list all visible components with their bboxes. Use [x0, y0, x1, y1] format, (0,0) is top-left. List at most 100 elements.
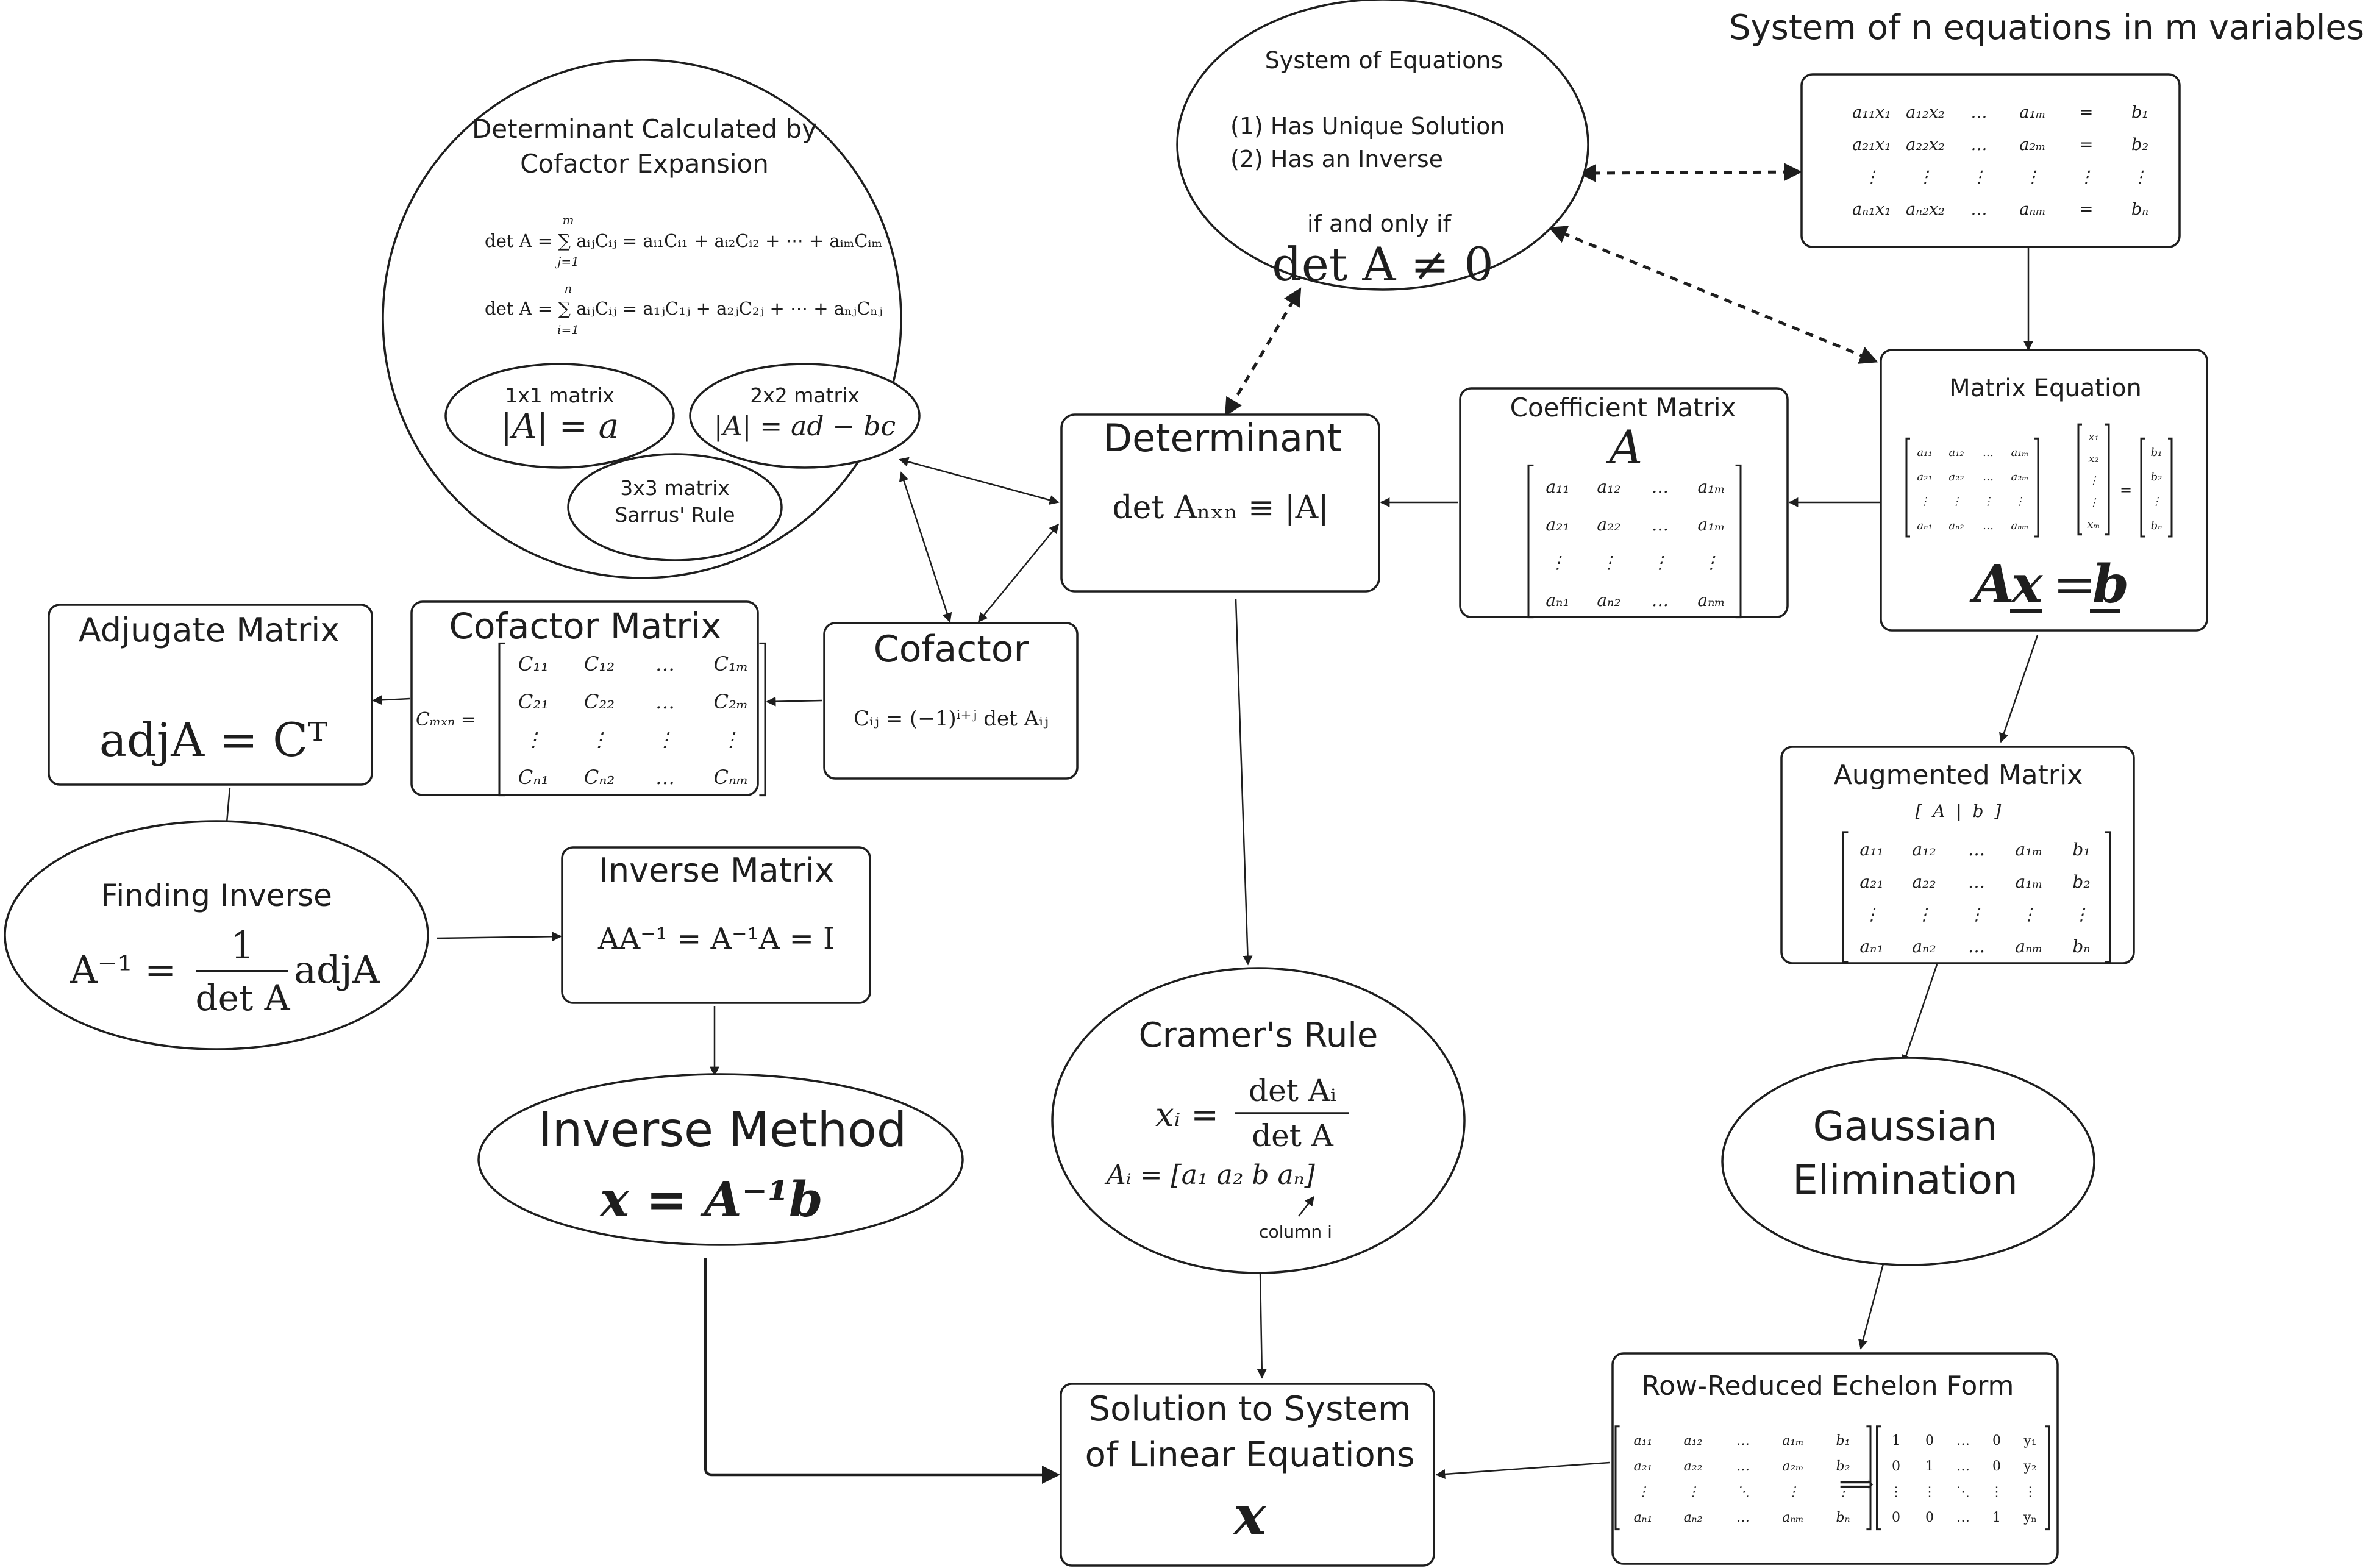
augmented-matrix-cell: aₙₘ — [2015, 936, 2042, 957]
expansion-title-line2: Cofactor Expansion — [520, 149, 769, 179]
link-rref-to-solution — [1435, 1461, 1610, 1479]
augmented-matrix-bracket-right — [2105, 831, 2111, 963]
two-by-two-label: 2x2 matrix — [750, 383, 860, 407]
two-by-two-formula: |A| = ad − bc — [714, 411, 896, 442]
matrix-equation-a-bracket-left — [1905, 437, 1910, 538]
system-of-equations-title: System of Equations — [1265, 47, 1503, 74]
system-matrix-cell: bₙ — [2131, 200, 2148, 219]
matrix-equation-a-cell: … — [1983, 519, 1994, 532]
cofactor-node[interactable]: Cofactor Cᵢⱼ = (−1)ⁱ⁺ʲ det Aᵢⱼ — [823, 622, 1079, 780]
rref-right-cell: ⋮ — [2023, 1484, 2037, 1500]
three-by-three-node[interactable]: 3x3 matrix Sarrus' Rule — [567, 453, 783, 561]
system-of-equations-node[interactable]: System of Equations (1) Has Unique Solut… — [1176, 0, 1589, 291]
coefficient-matrix-cell: a₁ₘ — [1697, 477, 1725, 497]
augmented-notation: [ A | b ] — [1916, 801, 2002, 821]
det-nonzero-formula: det A ≠ 0 — [1272, 237, 1494, 291]
link-inverse-method-to-solution — [704, 1258, 1060, 1484]
rref-right-cell: 1 — [1992, 1510, 2001, 1525]
matrix-equation-a-cell: ⋮ — [1951, 495, 1962, 508]
cofactor-matrix-cell: C₁₂ — [584, 652, 615, 675]
rref-right-cell: 0 — [1992, 1459, 2001, 1474]
coefficient-matrix-symbol: A — [1606, 420, 1643, 474]
cofactor-matrix-cell: ⋮ — [655, 728, 675, 751]
system-matrix-cell: a₂ₘ — [2019, 135, 2045, 154]
matrix-equation-a-cell: a₁₁ — [1917, 446, 1932, 459]
link-expansion-determinant — [899, 457, 1060, 505]
rref-right-cell: 0 — [1892, 1510, 1900, 1525]
rref-right-cell: ⋮ — [1990, 1484, 2003, 1500]
solution-symbol: x — [1232, 1483, 1267, 1548]
rref-title: Row-Reduced Echelon Form — [1642, 1370, 2014, 1402]
cramers-rule-node[interactable]: Cramer's Rule xᵢ = det Aᵢ det A Aᵢ = [a₁… — [1051, 967, 1466, 1274]
adjugate-matrix-node[interactable]: Adjugate Matrix adjA = Cᵀ — [48, 604, 373, 786]
link-cofactor-to-cofactor-matrix — [766, 696, 822, 707]
link-cofactor-determinant — [977, 523, 1060, 623]
matrix-equation-x-cell: xₘ — [2087, 518, 2100, 531]
cofactor-matrix-cell: C₂₂ — [584, 690, 615, 713]
coefficient-matrix-cell: a₂₂ — [1597, 515, 1620, 535]
determinant-formula: det Aₙₓₙ ≡ |A| — [1112, 490, 1328, 526]
matrix-equation-b-bracket-left — [2140, 437, 2145, 538]
augmented-matrix-cell: ⋮ — [2073, 904, 2090, 924]
two-by-two-node[interactable]: 2x2 matrix |A| = ad − bc — [689, 363, 921, 469]
formula-b: b — [2092, 554, 2129, 615]
finding-inverse-node[interactable]: Finding Inverse A⁻¹ = 1 det A adjA — [4, 820, 429, 1050]
cofactor-matrix-cell: … — [655, 766, 675, 789]
augmented-matrix-cell: b₂ — [2072, 872, 2090, 892]
matrix-equation-b-cell: b₂ — [2151, 471, 2162, 483]
rref-right-cell: y₂ — [2023, 1459, 2036, 1474]
coefficient-matrix-cell: ⋮ — [1652, 552, 1669, 572]
augmented-matrix-cell: a₁ₘ — [2015, 872, 2042, 892]
coefficient-matrix-cell: a₁ₘ — [1697, 515, 1725, 535]
connectors — [221, 163, 2039, 1484]
rref-left-cell: … — [1736, 1510, 1750, 1525]
determinant-node[interactable]: Determinant det Aₙₓₙ ≡ |A| — [1060, 413, 1380, 593]
rref-right-bracket-right — [2045, 1425, 2050, 1531]
inverse-method-node[interactable]: Inverse Method x = A⁻¹b — [477, 1073, 964, 1246]
coefficient-matrix-cell: aₙ₂ — [1597, 590, 1620, 610]
row-expansion-lower: j=1 — [555, 254, 579, 269]
system-matrix-cell: a₂₁x₁ — [1852, 135, 1891, 154]
one-by-one-node[interactable]: 1x1 matrix |A| = a — [444, 363, 675, 469]
formula-a: A — [1969, 554, 2014, 615]
matrix-equation-a-cell: … — [1983, 446, 1994, 459]
solution-line2: of Linear Equations — [1085, 1435, 1415, 1475]
matrix-equation-formula: A x = b — [1969, 554, 2129, 615]
solution-node[interactable]: Solution to System of Linear Equations x — [1060, 1383, 1435, 1567]
link-matrix-equation-to-augmented — [1999, 635, 2039, 743]
rref-right-cell: … — [1956, 1459, 1970, 1474]
matrix-equation-a-cell: … — [1983, 471, 1994, 483]
cofactor-matrix-bracket-left — [498, 642, 505, 797]
link-cramer-to-solution — [1257, 1272, 1267, 1379]
coefficient-matrix-bracket-right — [1735, 464, 1742, 619]
rref-right-cell: ⋮ — [1889, 1484, 1903, 1500]
cramers-numerator: det Aᵢ — [1249, 1073, 1336, 1108]
matrix-equation-b-cell: ⋮ — [2151, 495, 2162, 508]
expansion-title-line1: Determinant Calculated by — [472, 114, 817, 144]
cramers-lhs: xᵢ = — [1155, 1096, 1219, 1134]
system-matrix-cell: a₁ₘ — [2019, 103, 2045, 122]
rref-left-cell: ⋱ — [1736, 1484, 1750, 1500]
coefficient-matrix-cell: ⋮ — [1703, 552, 1720, 572]
system-matrix-cell: … — [1971, 103, 1988, 122]
matrix-equation-x-cell: ⋮ — [2088, 496, 2099, 509]
system-matrix-cell: = — [2080, 200, 2094, 219]
augmented-matrix-cell: aₙ₂ — [1912, 936, 1936, 957]
augmented-matrix-cell: a₁₁ — [1859, 839, 1883, 860]
rref-right-cell: 0 — [1892, 1459, 1900, 1474]
matrix-equation-a-cell: a₁ₘ — [2011, 446, 2029, 459]
gaussian-elimination-node[interactable]: Gaussian Elimination — [1721, 1057, 2095, 1266]
inverse-matrix-node[interactable]: Inverse Matrix AA⁻¹ = A⁻¹A = I — [561, 846, 871, 1004]
iff-label: if and only if — [1307, 210, 1452, 237]
matrix-equation-x-cell: ⋮ — [2088, 474, 2099, 487]
rref-left-cell: aₙ₂ — [1684, 1510, 1703, 1525]
